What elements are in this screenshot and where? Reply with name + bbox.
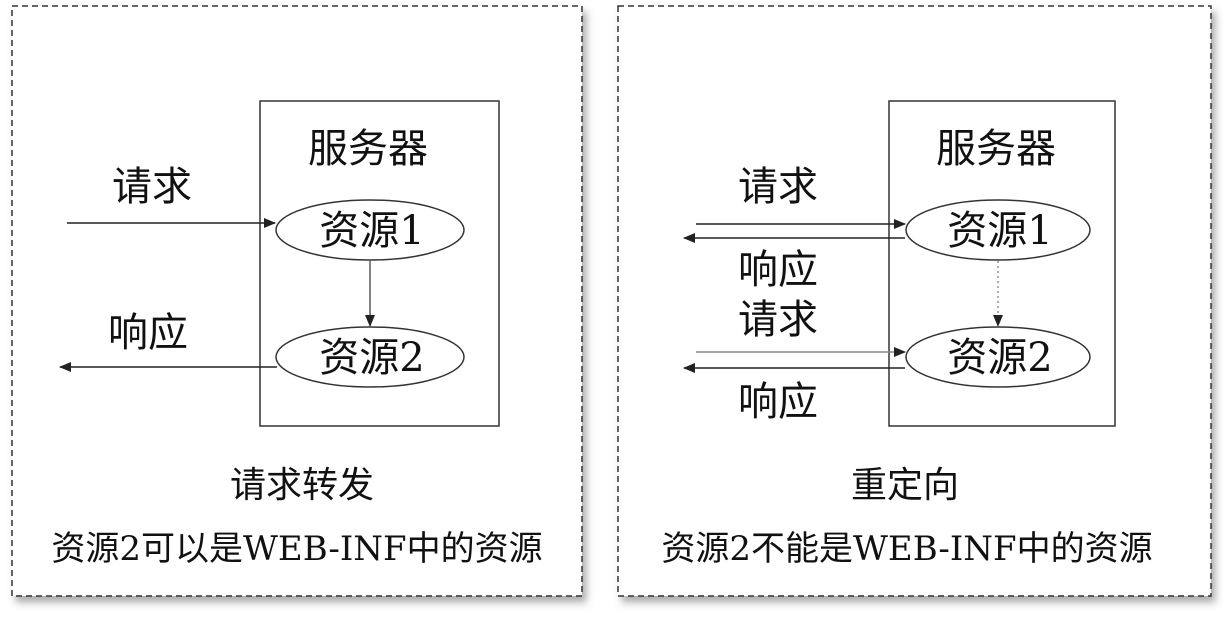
redirect-response1-label: 响应 bbox=[738, 247, 818, 293]
forward-resource2-label: 资源2 bbox=[319, 335, 424, 381]
redirect-resource1-node bbox=[905, 199, 1091, 261]
forward-resource1-node bbox=[275, 199, 465, 261]
redirect-panel: 服务器 资源1 资源2 请求 响应 请求 响应 重定向 资源2不能是WEB-IN… bbox=[617, 5, 1212, 597]
redirect-resource2-label: 资源2 bbox=[947, 335, 1052, 381]
forward-request-label: 请求 bbox=[112, 164, 192, 210]
redirect-resource2-node bbox=[905, 326, 1091, 388]
forward-panel: 服务器 资源1 资源2 请求 响应 请求转发 资源2可以是WEB-INF中的资源 bbox=[11, 5, 583, 597]
redirect-resource1-label: 资源1 bbox=[947, 208, 1052, 254]
redirect-response2-label: 响应 bbox=[738, 379, 818, 425]
forward-title: 请求转发 bbox=[230, 465, 374, 506]
redirect-note: 资源2不能是WEB-INF中的资源 bbox=[661, 529, 1152, 569]
forward-note: 资源2可以是WEB-INF中的资源 bbox=[51, 529, 542, 569]
redirect-request1-label: 请求 bbox=[738, 164, 818, 210]
forward-resource2-node bbox=[275, 326, 465, 388]
redirect-title: 重定向 bbox=[851, 465, 959, 506]
forward-server-label: 服务器 bbox=[308, 126, 428, 172]
forward-resource1-label: 资源1 bbox=[319, 208, 424, 254]
redirect-server-label: 服务器 bbox=[936, 126, 1056, 172]
forward-response-label: 响应 bbox=[108, 310, 188, 356]
redirect-request2-label: 请求 bbox=[738, 297, 818, 343]
